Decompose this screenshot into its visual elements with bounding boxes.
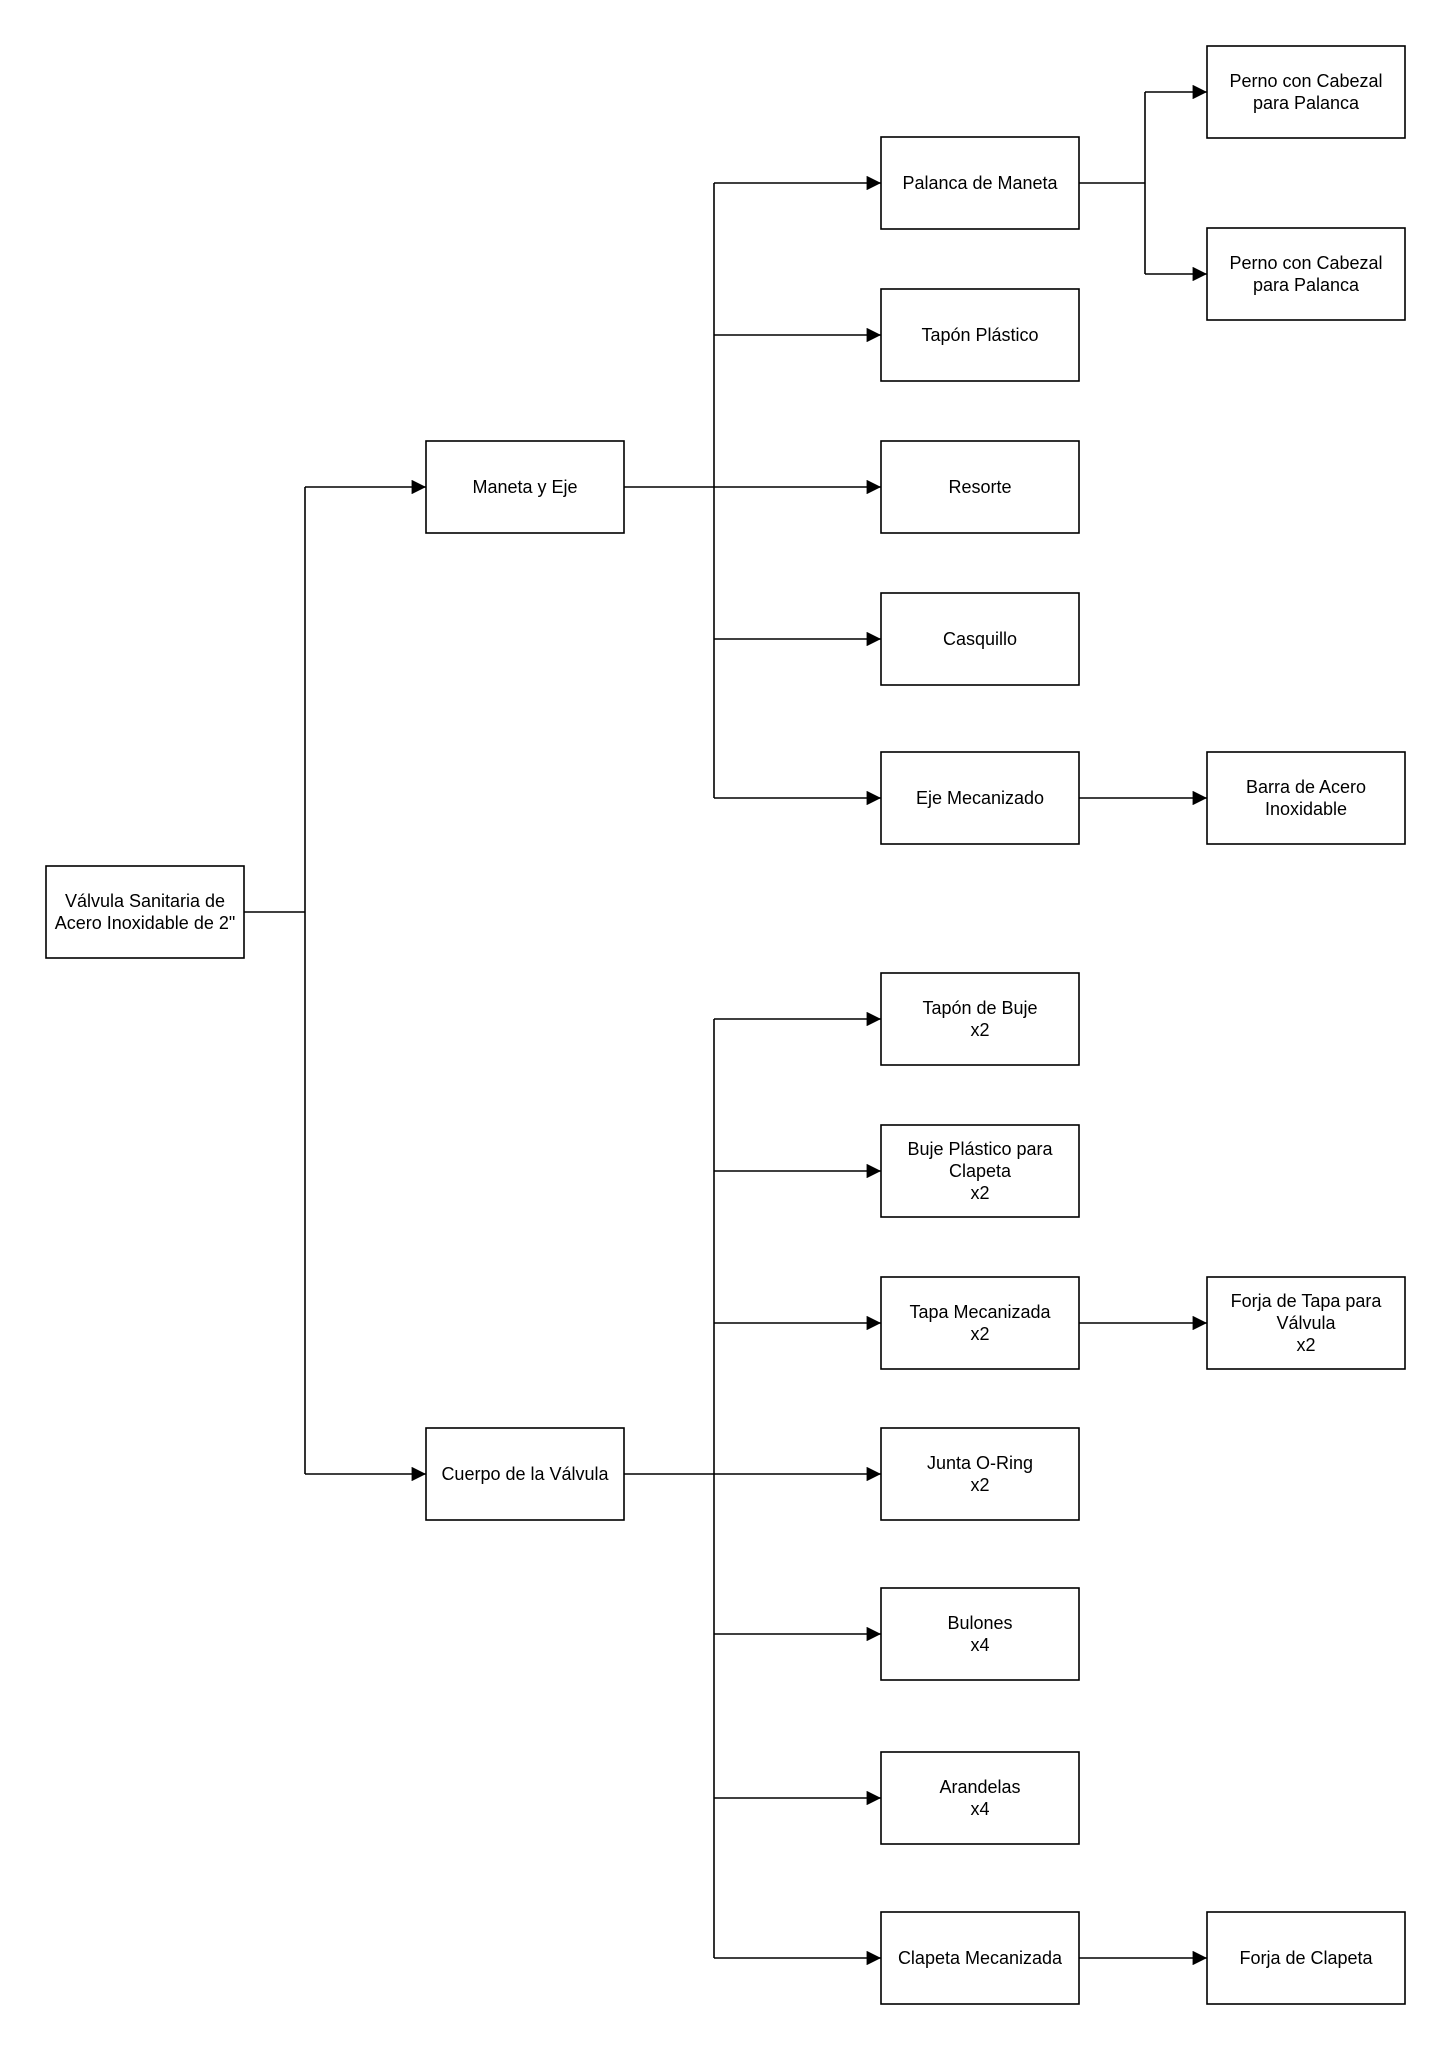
node-label-line: Clapeta — [949, 1161, 1012, 1181]
node-label-line: x4 — [970, 1635, 989, 1655]
node-label-line: Casquillo — [943, 629, 1017, 649]
node-label-line: Tapón de Buje — [922, 998, 1037, 1018]
node-label-line: Válvula — [1276, 1313, 1336, 1333]
node-label-line: x4 — [970, 1799, 989, 1819]
node-eje-mecanizado: Eje Mecanizado — [880, 751, 1080, 845]
node-label-line: Forja de Tapa para — [1231, 1291, 1383, 1311]
node-label-line: x2 — [970, 1324, 989, 1344]
node-label-line: Tapa Mecanizada — [909, 1302, 1051, 1322]
node-label-line: x2 — [970, 1475, 989, 1495]
node-cuerpo: Cuerpo de la Válvula — [425, 1427, 625, 1521]
node-label-line: Junta O-Ring — [927, 1453, 1033, 1473]
node-label-line: Palanca de Maneta — [902, 173, 1058, 193]
node-box — [880, 1911, 1080, 2005]
node-clapeta-mecanizada: Clapeta Mecanizada — [880, 1911, 1080, 2005]
node-label-line: Resorte — [948, 477, 1011, 497]
node-label-line: Inoxidable — [1265, 799, 1347, 819]
node-box — [880, 288, 1080, 382]
node-box — [425, 440, 625, 534]
node-tapon-plastico: Tapón Plástico — [880, 288, 1080, 382]
node-box — [1206, 1276, 1406, 1370]
node-maneta: Maneta y Eje — [425, 440, 625, 534]
node-box — [880, 1751, 1080, 1845]
node-box — [425, 1427, 625, 1521]
node-box — [880, 440, 1080, 534]
node-label-line: Válvula Sanitaria de — [65, 891, 225, 911]
node-label-line: Tapón Plástico — [921, 325, 1038, 345]
node-box — [880, 1427, 1080, 1521]
node-label-line: Cuerpo de la Válvula — [441, 1464, 609, 1484]
node-box — [880, 592, 1080, 686]
node-label-line: Bulones — [947, 1613, 1012, 1633]
node-label-line: x2 — [970, 1020, 989, 1040]
node-casquillo: Casquillo — [880, 592, 1080, 686]
node-box — [1206, 227, 1406, 321]
node-label-line: x2 — [970, 1183, 989, 1203]
node-box — [1206, 1911, 1406, 2005]
node-label-line: x2 — [1296, 1335, 1315, 1355]
node-label-line: Perno con Cabezal — [1229, 71, 1382, 91]
node-label-line: Acero Inoxidable de 2" — [55, 913, 236, 933]
node-label-line: Forja de Clapeta — [1239, 1948, 1373, 1968]
node-box — [880, 136, 1080, 230]
node-box — [1206, 751, 1406, 845]
node-box — [880, 1276, 1080, 1370]
node-box — [880, 751, 1080, 845]
node-label-line: Maneta y Eje — [472, 477, 577, 497]
node-resorte: Resorte — [880, 440, 1080, 534]
node-box — [45, 865, 245, 959]
node-box — [880, 1124, 1080, 1218]
node-label-line: para Palanca — [1253, 93, 1360, 113]
node-label-line: Clapeta Mecanizada — [898, 1948, 1063, 1968]
node-box — [880, 1587, 1080, 1681]
node-label-line: para Palanca — [1253, 275, 1360, 295]
node-label-line: Barra de Acero — [1246, 777, 1366, 797]
node-forja-clapeta: Forja de Clapeta — [1206, 1911, 1406, 2005]
node-box — [880, 972, 1080, 1066]
node-label-line: Perno con Cabezal — [1229, 253, 1382, 273]
node-label-line: Eje Mecanizado — [916, 788, 1044, 808]
node-box — [1206, 45, 1406, 139]
node-label-line: Arandelas — [939, 1777, 1020, 1797]
node-palanca: Palanca de Maneta — [880, 136, 1080, 230]
node-label-line: Buje Plástico para — [907, 1139, 1053, 1159]
